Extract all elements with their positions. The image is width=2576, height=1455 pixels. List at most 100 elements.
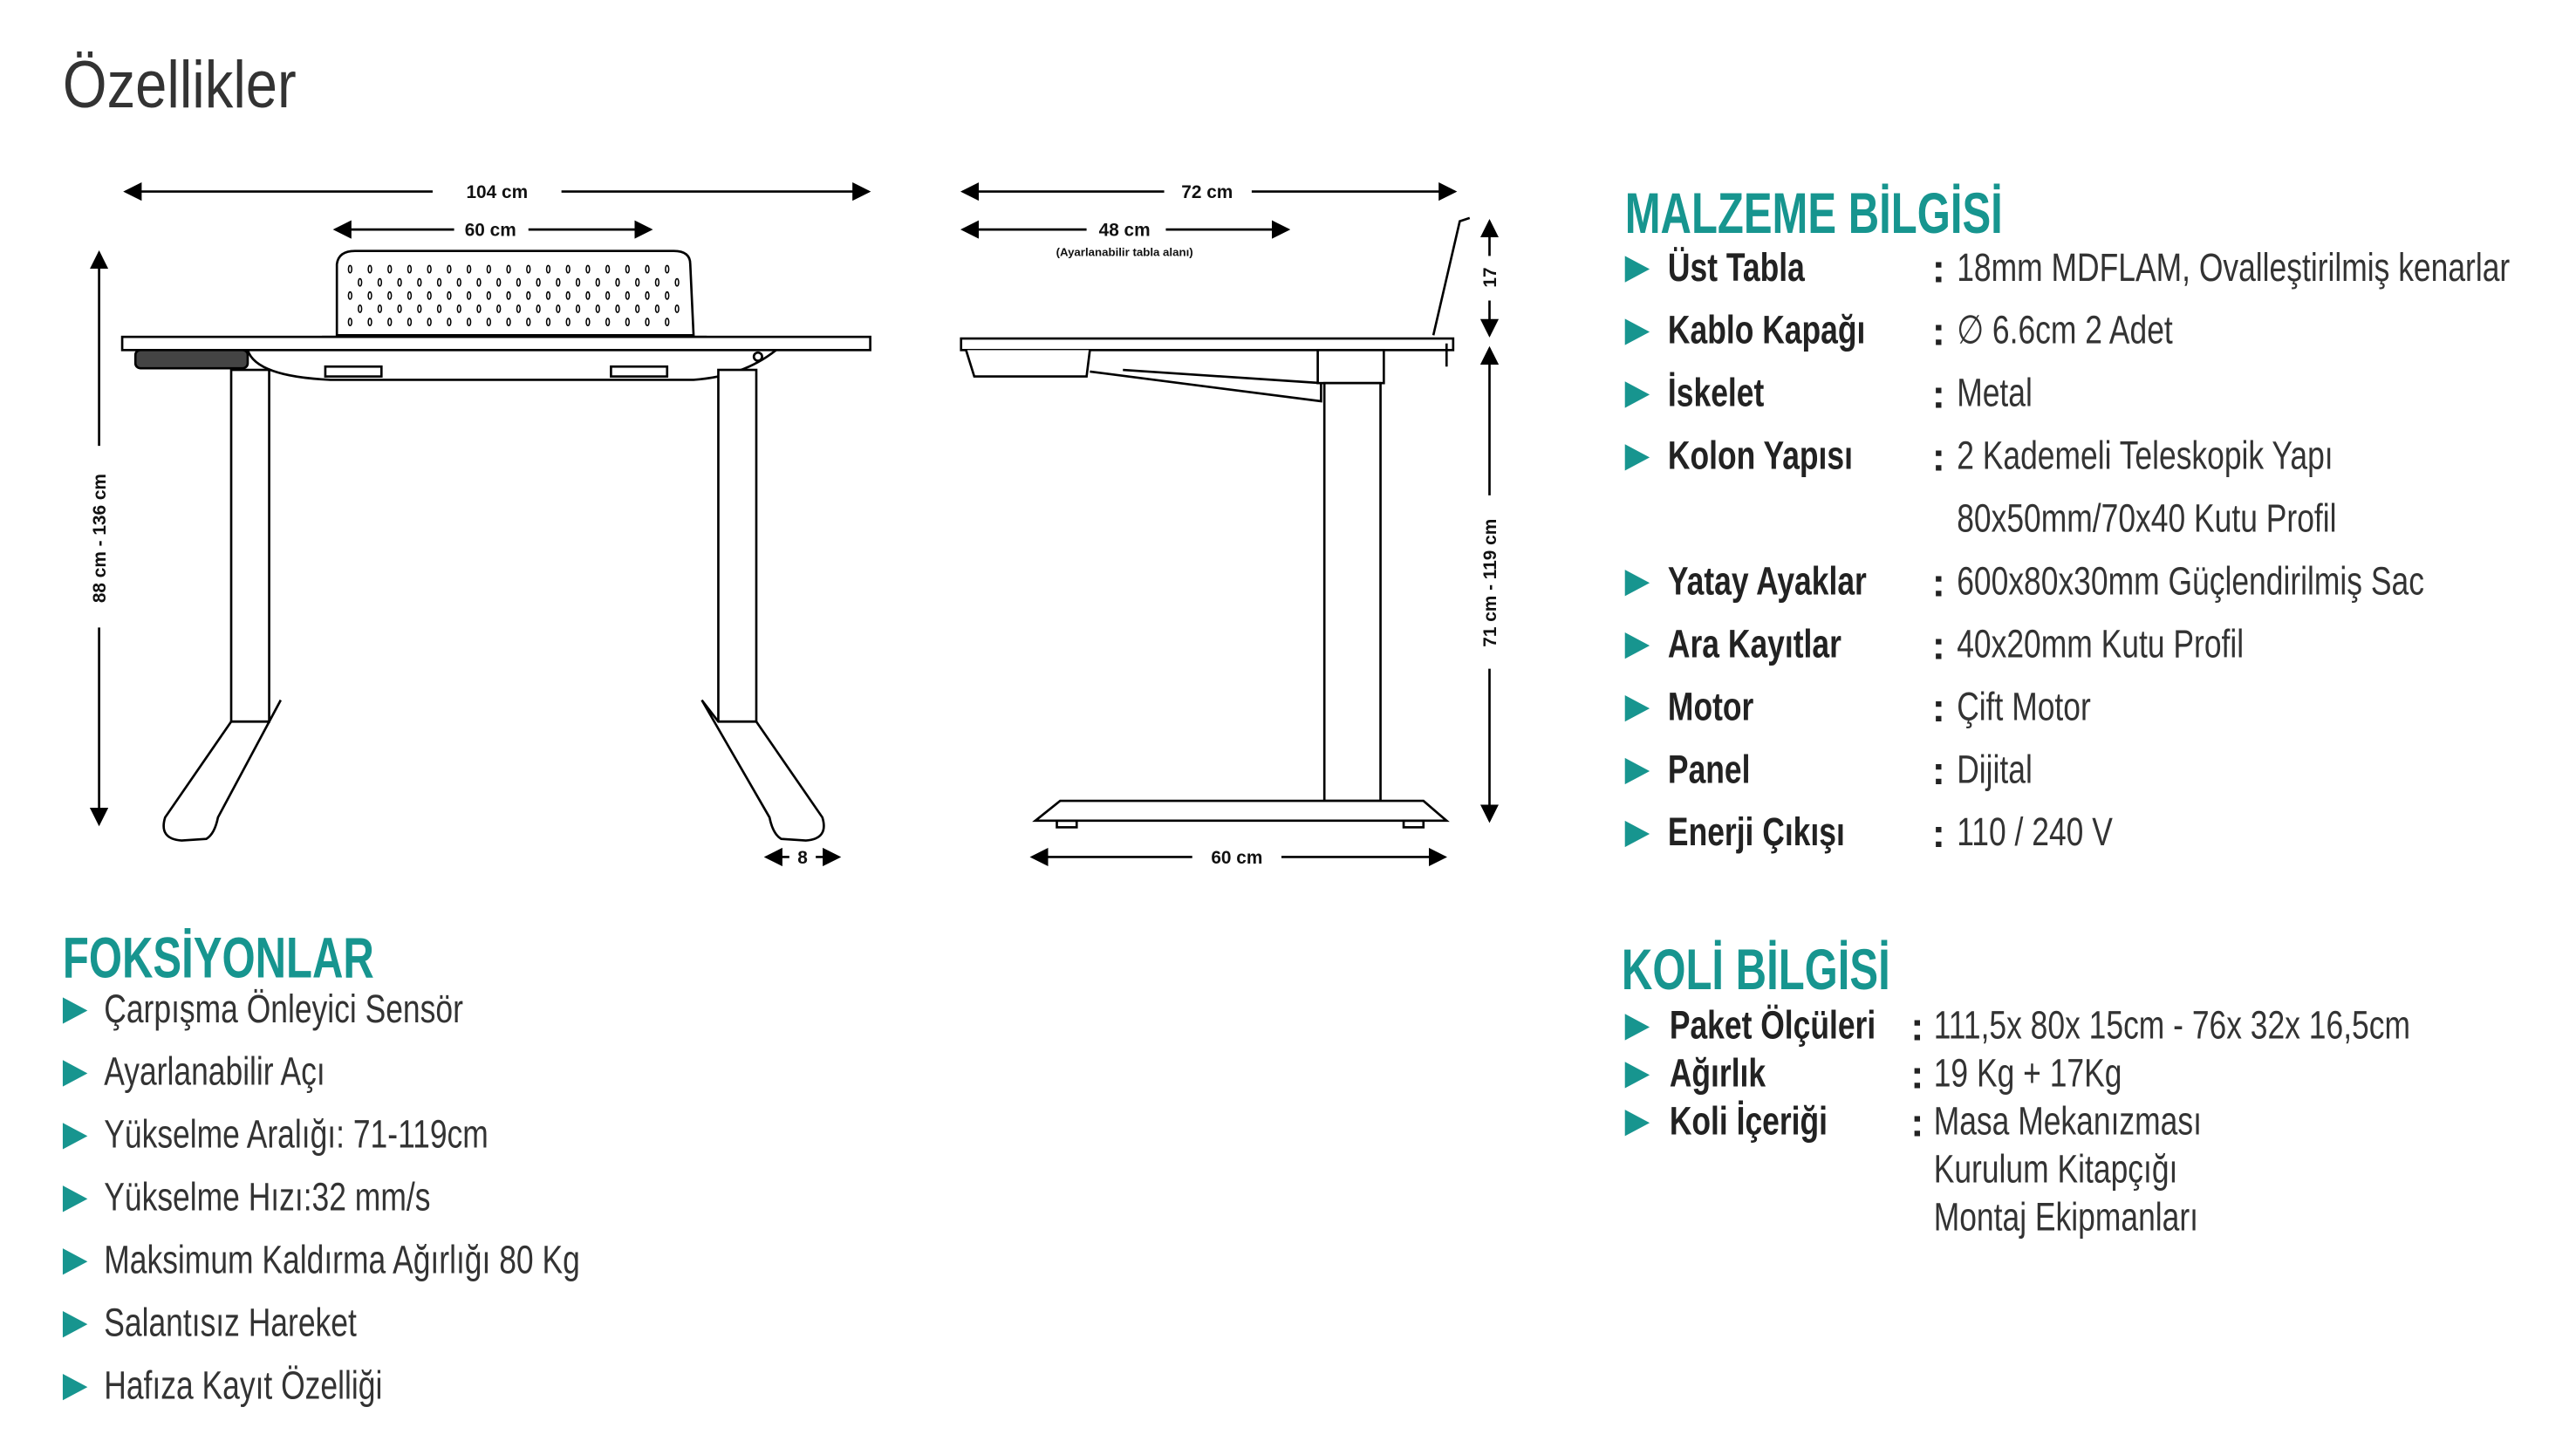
material-label-text: Kablo Kapağı — [1667, 308, 1866, 354]
function-item: Yükselme Aralığı: 71-119cm — [104, 1113, 597, 1159]
vent-hole — [665, 318, 670, 327]
vent-hole — [387, 318, 393, 327]
material-label-text: Kolon Yapısı — [1667, 434, 1853, 479]
vent-hole — [387, 290, 393, 300]
vent-hole — [654, 277, 660, 287]
function-item: Salantısız Hareket — [104, 1301, 427, 1348]
bullet-triangle-icon — [1624, 820, 1650, 848]
function-item: Yükselme Hızı:32 mm/s — [104, 1176, 523, 1222]
material-label: Motor — [1668, 686, 1778, 732]
vent-hole — [565, 318, 571, 327]
function-item: Ayarlanabilir Açı — [104, 1050, 387, 1096]
tilt-label: 17 — [1480, 267, 1500, 287]
material-label: Kablo Kapağı — [1668, 309, 1921, 355]
material-label-text: Ara Kayıtlar — [1667, 622, 1841, 667]
package-value-text: 111,5x 80x 15cm - 76x 32x 16,5cm — [1933, 1003, 2410, 1049]
vent-hole — [565, 264, 571, 274]
package-label-text: Koli İçeriği — [1669, 1099, 1828, 1144]
side-base — [1032, 799, 1450, 823]
function-item-text: Yükselme Hızı:32 mm/s — [104, 1175, 431, 1220]
colon-separator: : — [1931, 624, 1945, 669]
colon-separator: : — [1910, 1053, 1924, 1098]
material-label: Yatay Ayaklar — [1668, 560, 1923, 606]
functions-heading-text: FOKSİYONLAR — [62, 926, 374, 991]
material-value: 40x20mm Kutu Profil — [1957, 623, 2325, 669]
bullet-triangle-icon — [1624, 570, 1650, 597]
material-value: ∅ 6.6cm 2 Adet — [1957, 309, 2233, 355]
vent-hole — [605, 264, 611, 274]
material-label: Kolon Yapısı — [1668, 434, 1905, 481]
material-value-text: Dijital — [1957, 748, 2033, 793]
vent-hole — [615, 277, 620, 287]
vent-hole — [486, 318, 491, 327]
vent-hole — [605, 318, 611, 327]
vent-hole — [585, 264, 591, 274]
material-heading: MALZEME BİLGİSİ — [1625, 184, 2135, 244]
package-label-text: Paket Ölçüleri — [1669, 1003, 1876, 1049]
function-item-text: Yükselme Aralığı: 71-119cm — [104, 1112, 489, 1158]
vent-hole — [466, 290, 472, 300]
vent-hole — [347, 264, 352, 274]
vent-hole — [625, 264, 630, 274]
function-item-text: Hafıza Kayıt Özelliği — [104, 1363, 383, 1409]
vent-hole — [665, 290, 670, 300]
material-label-text: Enerji Çıkışı — [1667, 810, 1845, 856]
right-foot — [700, 699, 825, 842]
vent-hole — [654, 304, 660, 313]
vent-hole — [367, 290, 372, 300]
vent-hole — [545, 318, 551, 327]
bullet-triangle-icon — [62, 1373, 88, 1401]
desk-top — [120, 335, 871, 352]
adjustable-area-label: 48 cm — [1099, 221, 1151, 241]
material-label: Panel — [1668, 748, 1773, 795]
control-panel — [133, 348, 249, 370]
vent-hole — [417, 277, 422, 287]
material-value-text: ∅ 6.6cm 2 Adet — [1957, 308, 2173, 354]
material-label-text: Yatay Ayaklar — [1667, 559, 1867, 605]
vent-hole — [674, 304, 680, 313]
colon-separator: : — [1910, 1101, 1924, 1146]
package-value: Kurulum Kitapçığı — [1934, 1148, 2247, 1194]
package-value-text: 19 Kg + 17Kg — [1933, 1051, 2122, 1096]
bullet-triangle-icon — [1624, 381, 1650, 408]
vent-hole — [625, 290, 630, 300]
material-value-text: 110 / 240 V — [1957, 810, 2113, 856]
function-item-text: Maksimum Kaldırma Ağırlığı 80 Kg — [104, 1238, 580, 1283]
material-value-text: Metal — [1957, 371, 2033, 417]
material-label: Üst Tabla — [1668, 246, 1843, 292]
vent-hole — [367, 264, 372, 274]
vent-hole — [377, 277, 383, 287]
bullet-triangle-icon — [62, 1248, 88, 1275]
stand-ventilation-holes — [347, 264, 680, 327]
vent-hole — [556, 304, 561, 313]
vent-hole — [674, 277, 680, 287]
package-label: Paket Ölçüleri — [1670, 1004, 1934, 1050]
material-value-text: 18mm MDFLAM, Ovalleştirilmiş kenarlar — [1957, 246, 2511, 291]
vent-hole — [536, 304, 541, 313]
vent-hole — [595, 277, 600, 287]
vent-hole — [645, 290, 650, 300]
function-item-text: Ayarlanabilir Açı — [104, 1049, 325, 1096]
vent-hole — [407, 290, 413, 300]
vent-hole — [466, 318, 472, 327]
vent-hole — [496, 277, 502, 287]
vent-hole — [506, 318, 511, 327]
material-value-text: 80x50mm/70x40 Kutu Profil — [1957, 496, 2337, 542]
vent-hole — [486, 264, 491, 274]
bullet-triangle-icon — [1624, 1062, 1650, 1089]
side-height-label: 71 cm - 119 cm — [1480, 519, 1500, 647]
vent-hole — [397, 277, 402, 287]
material-label-text: Panel — [1667, 748, 1751, 793]
vent-hole — [427, 318, 432, 327]
colon-separator: : — [1931, 247, 1945, 293]
bullet-triangle-icon — [1624, 1014, 1650, 1041]
vent-hole — [605, 290, 611, 300]
front-height-label: 88 cm - 136 cm — [90, 474, 110, 603]
material-value: 18mm MDFLAM, Ovalleştirilmiş kenarlar — [1957, 246, 2576, 292]
vent-hole — [545, 290, 551, 300]
adjustable-area-note: (Ayarlanabilir tabla alanı) — [1056, 245, 1193, 258]
material-value-text: 40x20mm Kutu Profil — [1957, 622, 2245, 667]
material-value: Çift Motor — [1957, 686, 2128, 732]
vent-hole — [347, 318, 352, 327]
